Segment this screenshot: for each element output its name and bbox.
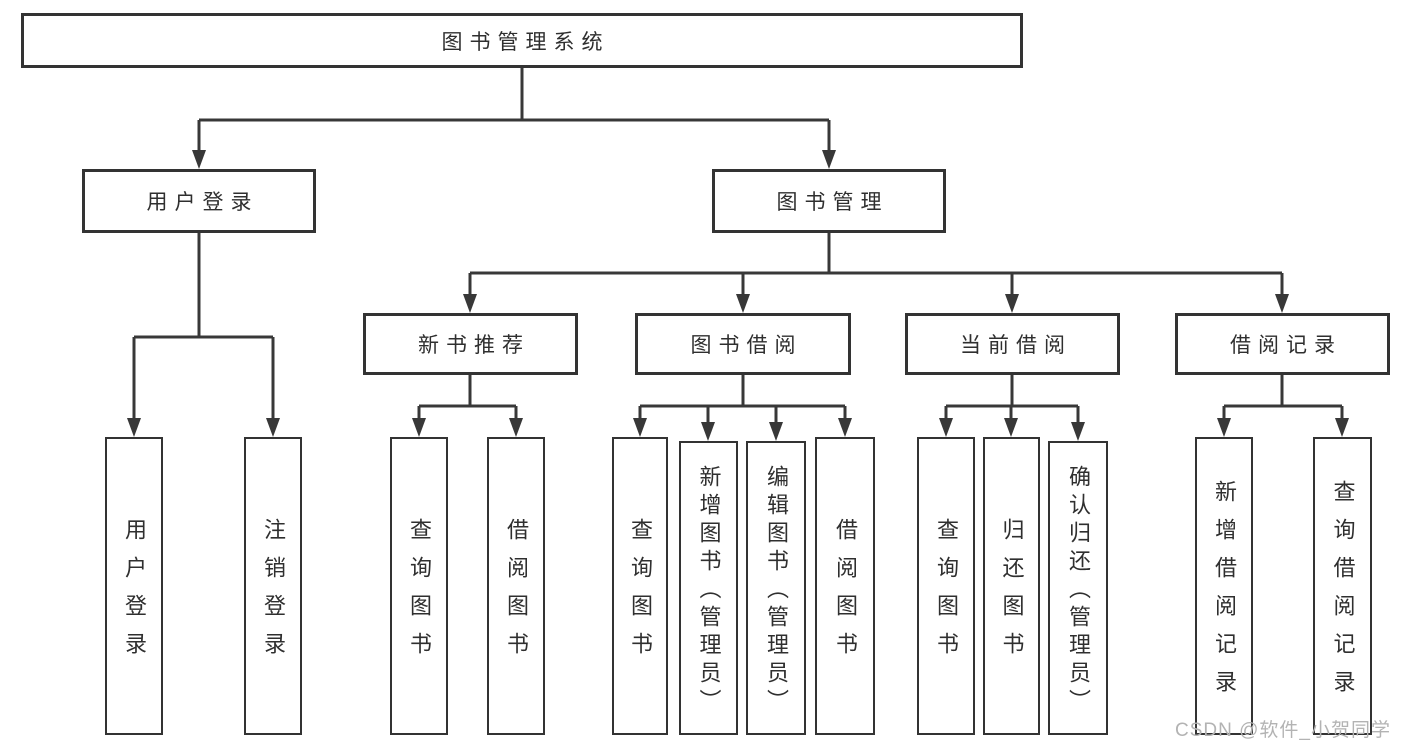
- leaf-logout: 注销登录: [244, 437, 302, 735]
- leaf-query-borrow-record: 查询借阅记录: [1313, 437, 1372, 735]
- node-book-borrow: 图书借阅: [635, 313, 851, 375]
- leaf-borrow-books: 借阅图书: [815, 437, 875, 735]
- node-new-book-recommend: 新书推荐: [363, 313, 578, 375]
- leaf-edit-book-admin-label: 编辑图书（管理员）: [764, 465, 789, 717]
- leaf-return-book-label: 归还图书: [999, 518, 1025, 670]
- node-borrow-records: 借阅记录: [1175, 313, 1390, 375]
- leaf-query-borrow-record-label: 查询借阅记录: [1330, 480, 1356, 708]
- leaf-user-login-label: 用户登录: [122, 518, 147, 670]
- node-book-management: 图书管理: [712, 169, 946, 233]
- leaf-add-book-admin-label: 新增图书（管理员）: [696, 465, 722, 717]
- leaf-query-books-recommend: 查询图书: [390, 437, 448, 735]
- leaf-add-book-admin: 新增图书（管理员）: [679, 441, 738, 735]
- leaf-query-books-current-label: 查询图书: [934, 518, 959, 670]
- leaf-query-books-current: 查询图书: [917, 437, 975, 735]
- leaf-logout-label: 注销登录: [261, 518, 286, 670]
- leaf-borrow-books-label: 借阅图书: [833, 518, 858, 670]
- watermark-text: CSDN @软件_小贺同学: [1175, 720, 1391, 741]
- leaf-add-borrow-record: 新增借阅记录: [1195, 437, 1253, 735]
- leaf-add-borrow-record-label: 新增借阅记录: [1212, 480, 1237, 708]
- node-user-login: 用户登录: [82, 169, 316, 233]
- tree-edges: [132, 68, 1344, 424]
- leaf-edit-book-admin: 编辑图书（管理员）: [746, 441, 806, 735]
- leaf-query-books-recommend-label: 查询图书: [407, 518, 432, 670]
- leaf-borrow-books-recommend-label: 借阅图书: [504, 518, 529, 670]
- leaf-confirm-return-admin-label: 确认归还（管理员）: [1066, 465, 1091, 717]
- leaf-confirm-return-admin: 确认归还（管理员）: [1048, 441, 1108, 735]
- node-root: 图书管理系统: [21, 13, 1023, 68]
- leaf-borrow-books-recommend: 借阅图书: [487, 437, 545, 735]
- tree-arrowheads: [127, 150, 1349, 441]
- node-current-borrow: 当前借阅: [905, 313, 1120, 375]
- leaf-query-books-borrow: 查询图书: [612, 437, 668, 735]
- leaf-return-book: 归还图书: [983, 437, 1040, 735]
- leaf-query-books-borrow-label: 查询图书: [628, 518, 653, 670]
- leaf-user-login: 用户登录: [105, 437, 163, 735]
